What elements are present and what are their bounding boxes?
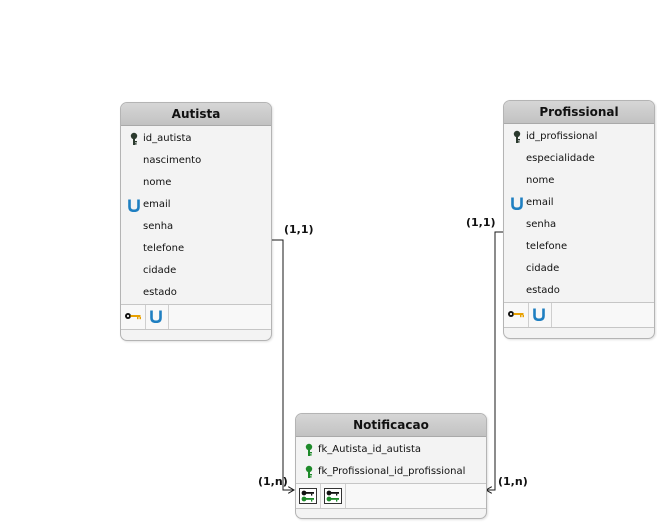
attribute-name: telefone	[143, 243, 185, 254]
attribute-list: id_autista nascimento nome email senha telefo…	[121, 126, 271, 304]
primary-key-index-icon[interactable]	[121, 305, 146, 329]
attribute-name: senha	[143, 221, 174, 232]
attribute-name: especialidade	[526, 153, 595, 164]
index-band	[504, 302, 654, 328]
attribute-row[interactable]: telefone	[121, 238, 271, 260]
index-band	[296, 483, 486, 509]
entity-profissional[interactable]: Profissional id_profissional especialidad…	[503, 100, 655, 339]
cardinality-notificacao-autista-side: (1,n)	[258, 475, 288, 488]
attribute-row[interactable]: especialidade	[504, 148, 654, 170]
attribute-row[interactable]: email	[504, 192, 654, 214]
attribute-name: nascimento	[143, 155, 202, 166]
attribute-row[interactable]: estado	[121, 282, 271, 304]
attribute-name: fk_Profissional_id_profissional	[318, 466, 466, 477]
attribute-row[interactable]: fk_Autista_id_autista	[296, 439, 486, 461]
relationship-line-profissional-notificacao	[486, 231, 503, 490]
attribute-row[interactable]: id_autista	[121, 128, 271, 150]
attribute-row[interactable]: id_profissional	[504, 126, 654, 148]
attribute-name: senha	[526, 219, 557, 230]
foreign-key-icon	[302, 443, 316, 457]
attribute-name: email	[526, 197, 554, 208]
attribute-list: fk_Autista_id_autista fk_Profissional_id_…	[296, 437, 486, 483]
entity-title: Notificacao	[296, 414, 486, 437]
attribute-row[interactable]: cidade	[504, 258, 654, 280]
attribute-row[interactable]: telefone	[504, 236, 654, 258]
attribute-name: estado	[526, 285, 560, 296]
attribute-name: email	[143, 199, 171, 210]
attribute-row[interactable]: nome	[504, 170, 654, 192]
attribute-name: id_autista	[143, 133, 192, 144]
attribute-row[interactable]: senha	[121, 216, 271, 238]
primary-key-index-icon[interactable]	[504, 303, 529, 327]
primary-key-icon	[127, 132, 141, 146]
attribute-row[interactable]: fk_Profissional_id_profissional	[296, 461, 486, 483]
index-band	[121, 304, 271, 330]
attribute-row[interactable]: cidade	[121, 260, 271, 282]
attribute-name: id_profissional	[526, 131, 598, 142]
cardinality-notificacao-profissional-side: (1,n)	[498, 475, 528, 488]
attribute-name: telefone	[526, 241, 568, 252]
foreign-key-index-icon[interactable]	[296, 484, 321, 508]
attribute-name: nome	[143, 177, 172, 188]
attribute-name: fk_Autista_id_autista	[318, 444, 421, 455]
attribute-row[interactable]: nascimento	[121, 150, 271, 172]
entity-title: Autista	[121, 103, 271, 126]
cardinality-autista-side: (1,1)	[284, 223, 314, 236]
attribute-row[interactable]: senha	[504, 214, 654, 236]
foreign-key-icon	[302, 465, 316, 479]
attribute-name: estado	[143, 287, 177, 298]
cardinality-profissional-side: (1,1)	[466, 216, 496, 229]
primary-key-icon	[510, 130, 524, 144]
entity-title: Profissional	[504, 101, 654, 124]
unique-constraint-icon	[127, 198, 141, 213]
attribute-row[interactable]: estado	[504, 280, 654, 302]
attribute-name: cidade	[143, 265, 177, 276]
foreign-key-index-icon[interactable]	[321, 484, 346, 508]
entity-autista[interactable]: Autista id_autista nascimento nome email sen…	[120, 102, 272, 341]
unique-index-icon[interactable]	[146, 305, 169, 329]
unique-index-icon[interactable]	[529, 303, 552, 327]
relationship-line-autista-notificacao	[271, 239, 294, 490]
attribute-list: id_profissional especialidade nome email sen…	[504, 124, 654, 302]
unique-constraint-icon	[510, 196, 524, 211]
attribute-name: cidade	[526, 263, 560, 274]
entity-notificacao[interactable]: Notificacao fk_Autista_id_autista fk_Prof…	[295, 413, 487, 519]
attribute-row[interactable]: email	[121, 194, 271, 216]
attribute-name: nome	[526, 175, 555, 186]
attribute-row[interactable]: nome	[121, 172, 271, 194]
